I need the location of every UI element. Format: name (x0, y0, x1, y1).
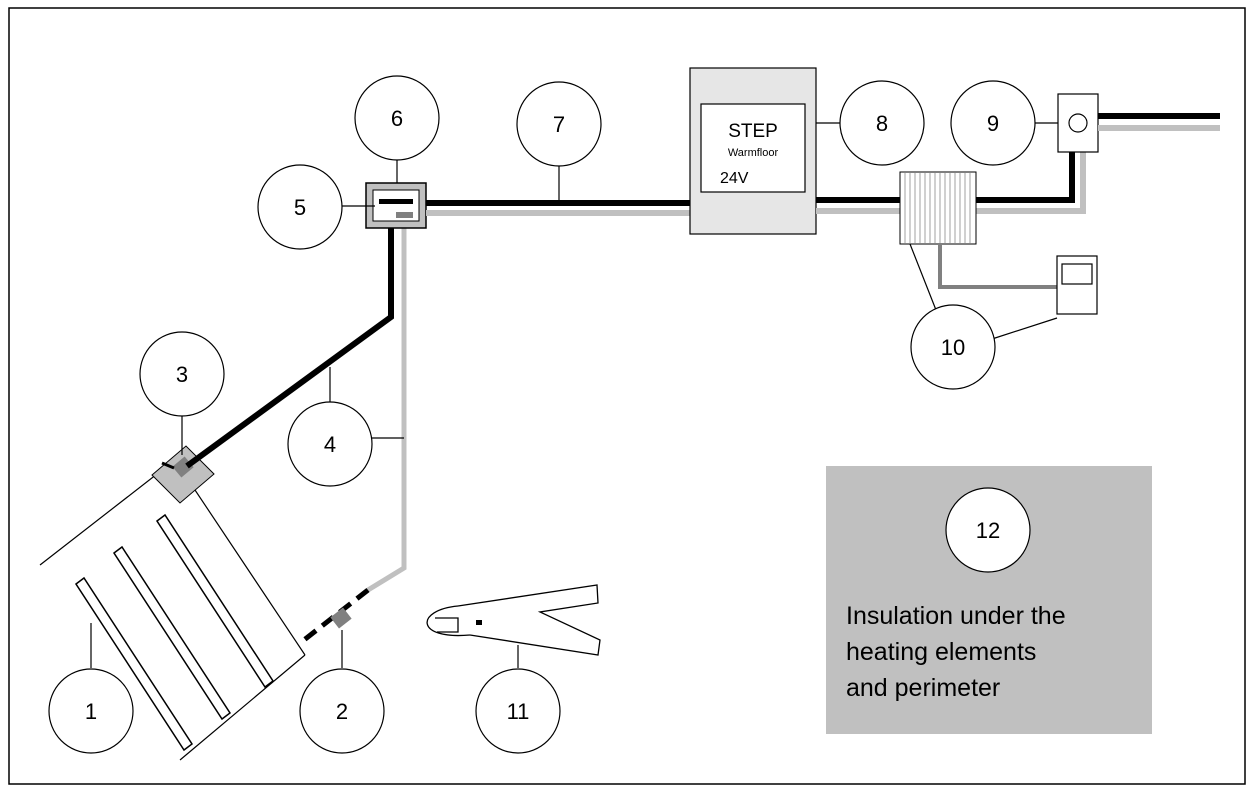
wall-socket (1057, 93, 1099, 153)
heating-strip (74, 576, 194, 752)
cable-light (366, 212, 407, 593)
callout-11-label: 11 (507, 699, 530, 724)
return-cable-dashed (302, 588, 370, 642)
callout-10-label: 10 (941, 335, 965, 360)
callout-2: 2 (299, 668, 385, 754)
callout-8: 8 (839, 80, 925, 166)
insulation-note-line-3: and perimeter (846, 674, 1000, 702)
callout-4-label: 4 (324, 432, 336, 457)
callout-11: 11 (475, 668, 561, 754)
callout-1: 1 (48, 668, 134, 754)
callout-7-label: 7 (553, 112, 565, 137)
callout-8-label: 8 (876, 111, 888, 136)
callout-1-label: 1 (85, 699, 97, 724)
return-connector (330, 607, 352, 629)
transformer: STEP Warmfloor 24V (689, 67, 817, 235)
leader-lines (90, 122, 1058, 668)
callout-5-label: 5 (294, 195, 306, 220)
callout-2-label: 2 (336, 699, 348, 724)
room-thermostat (1056, 255, 1098, 315)
callout-6: 6 (354, 75, 440, 161)
sensor-wire (938, 244, 1060, 289)
transformer-product: Warmfloor (728, 147, 779, 159)
insulation-note-line-1: Insulation under the (846, 602, 1066, 630)
pliers-tool (426, 584, 601, 656)
thermostat-control-box (899, 171, 977, 245)
callout-10: 10 (910, 304, 996, 390)
callout-9: 9 (950, 80, 1036, 166)
callout-3-label: 3 (176, 362, 188, 387)
heating-strip (112, 545, 232, 721)
callout-12: 12 (945, 487, 1031, 573)
callout-7: 7 (516, 81, 602, 167)
callout-9-label: 9 (987, 111, 999, 136)
transformer-voltage: 24V (720, 170, 749, 187)
callout-3: 3 (139, 331, 225, 417)
junction-box (365, 182, 427, 229)
heating-element-board (39, 459, 306, 761)
heating-strip (155, 513, 275, 689)
callout-6-label: 6 (391, 106, 403, 131)
transformer-brand: STEP (728, 121, 778, 142)
callout-12-label: 12 (976, 518, 1000, 543)
cable-dark (185, 212, 394, 469)
callout-4: 4 (287, 401, 373, 487)
callout-5: 5 (257, 164, 343, 250)
insulation-note: Insulation under the heating elements an… (846, 602, 1066, 702)
insulation-note-line-2: heating elements (846, 638, 1036, 666)
